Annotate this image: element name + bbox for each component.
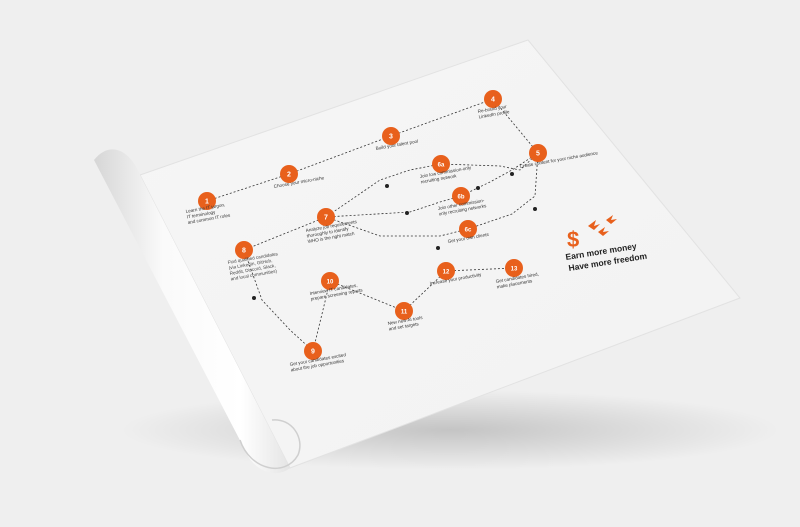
step-label: New new AI toolsand set targets — [387, 315, 424, 332]
edge-s5-s6c — [467, 152, 539, 230]
edge-s12-s13 — [445, 266, 515, 272]
step-badge — [304, 342, 322, 360]
edge-s5-s6a — [440, 152, 539, 171]
step-badge — [459, 220, 477, 238]
dollar-birds-icon: $ — [567, 215, 617, 252]
step-number: 6b — [457, 195, 464, 201]
step-badge — [529, 144, 547, 162]
junction-dot — [405, 211, 409, 215]
step-number: 9 — [311, 349, 315, 356]
svg-text:$: $ — [567, 227, 579, 252]
edge-s7-s8 — [243, 216, 327, 251]
junction-dot — [252, 296, 256, 300]
step-number: 8 — [242, 248, 246, 255]
junction-dot — [476, 186, 480, 190]
edge-s11-s12 — [403, 270, 447, 312]
step-number: 6a — [438, 163, 445, 169]
step-badge — [317, 208, 335, 226]
edge-s10-s11 — [329, 280, 405, 312]
step-badge — [198, 192, 216, 210]
step-number: 11 — [401, 310, 408, 316]
junction-dot — [385, 184, 389, 188]
edge-s6b-s7 — [325, 195, 462, 219]
page-curl — [94, 149, 290, 474]
step-number: 3 — [389, 134, 393, 141]
step-badge — [235, 241, 253, 259]
step-number: 13 — [511, 267, 518, 273]
step-badge — [280, 165, 298, 183]
step-badge — [321, 272, 339, 290]
step-label: Analyze job requirementsthoroughly to id… — [305, 219, 360, 244]
step-number: 1 — [205, 199, 209, 206]
step-badge — [395, 302, 413, 320]
edge-s8-s9 — [243, 249, 314, 352]
step-badge — [505, 259, 523, 277]
edge-s5-s6b — [460, 152, 539, 197]
step-number: 4 — [491, 97, 495, 104]
step-badge — [432, 155, 450, 173]
step-number: 7 — [324, 215, 328, 222]
connections — [206, 98, 539, 352]
edge-s10-s9 — [311, 280, 331, 352]
step-label: Re-brand yourLinkedIn profile — [477, 104, 510, 120]
step-number: 2 — [287, 172, 291, 179]
edge-s6c-s7 — [325, 216, 469, 237]
junction-dot — [436, 246, 440, 250]
step-badge — [452, 187, 470, 205]
step-badge — [484, 90, 502, 108]
step-number: 12 — [443, 270, 450, 276]
page-curl-edge — [239, 419, 301, 470]
step-s4: 4Re-brand yourLinkedIn profile — [477, 90, 510, 119]
step-number: 10 — [327, 280, 334, 286]
step-number: 5 — [536, 151, 540, 158]
step-number: 6c — [465, 228, 472, 234]
junction-dot — [510, 172, 514, 176]
junction-dot — [533, 207, 537, 211]
step-badge — [437, 262, 455, 280]
step-badge — [382, 127, 400, 145]
